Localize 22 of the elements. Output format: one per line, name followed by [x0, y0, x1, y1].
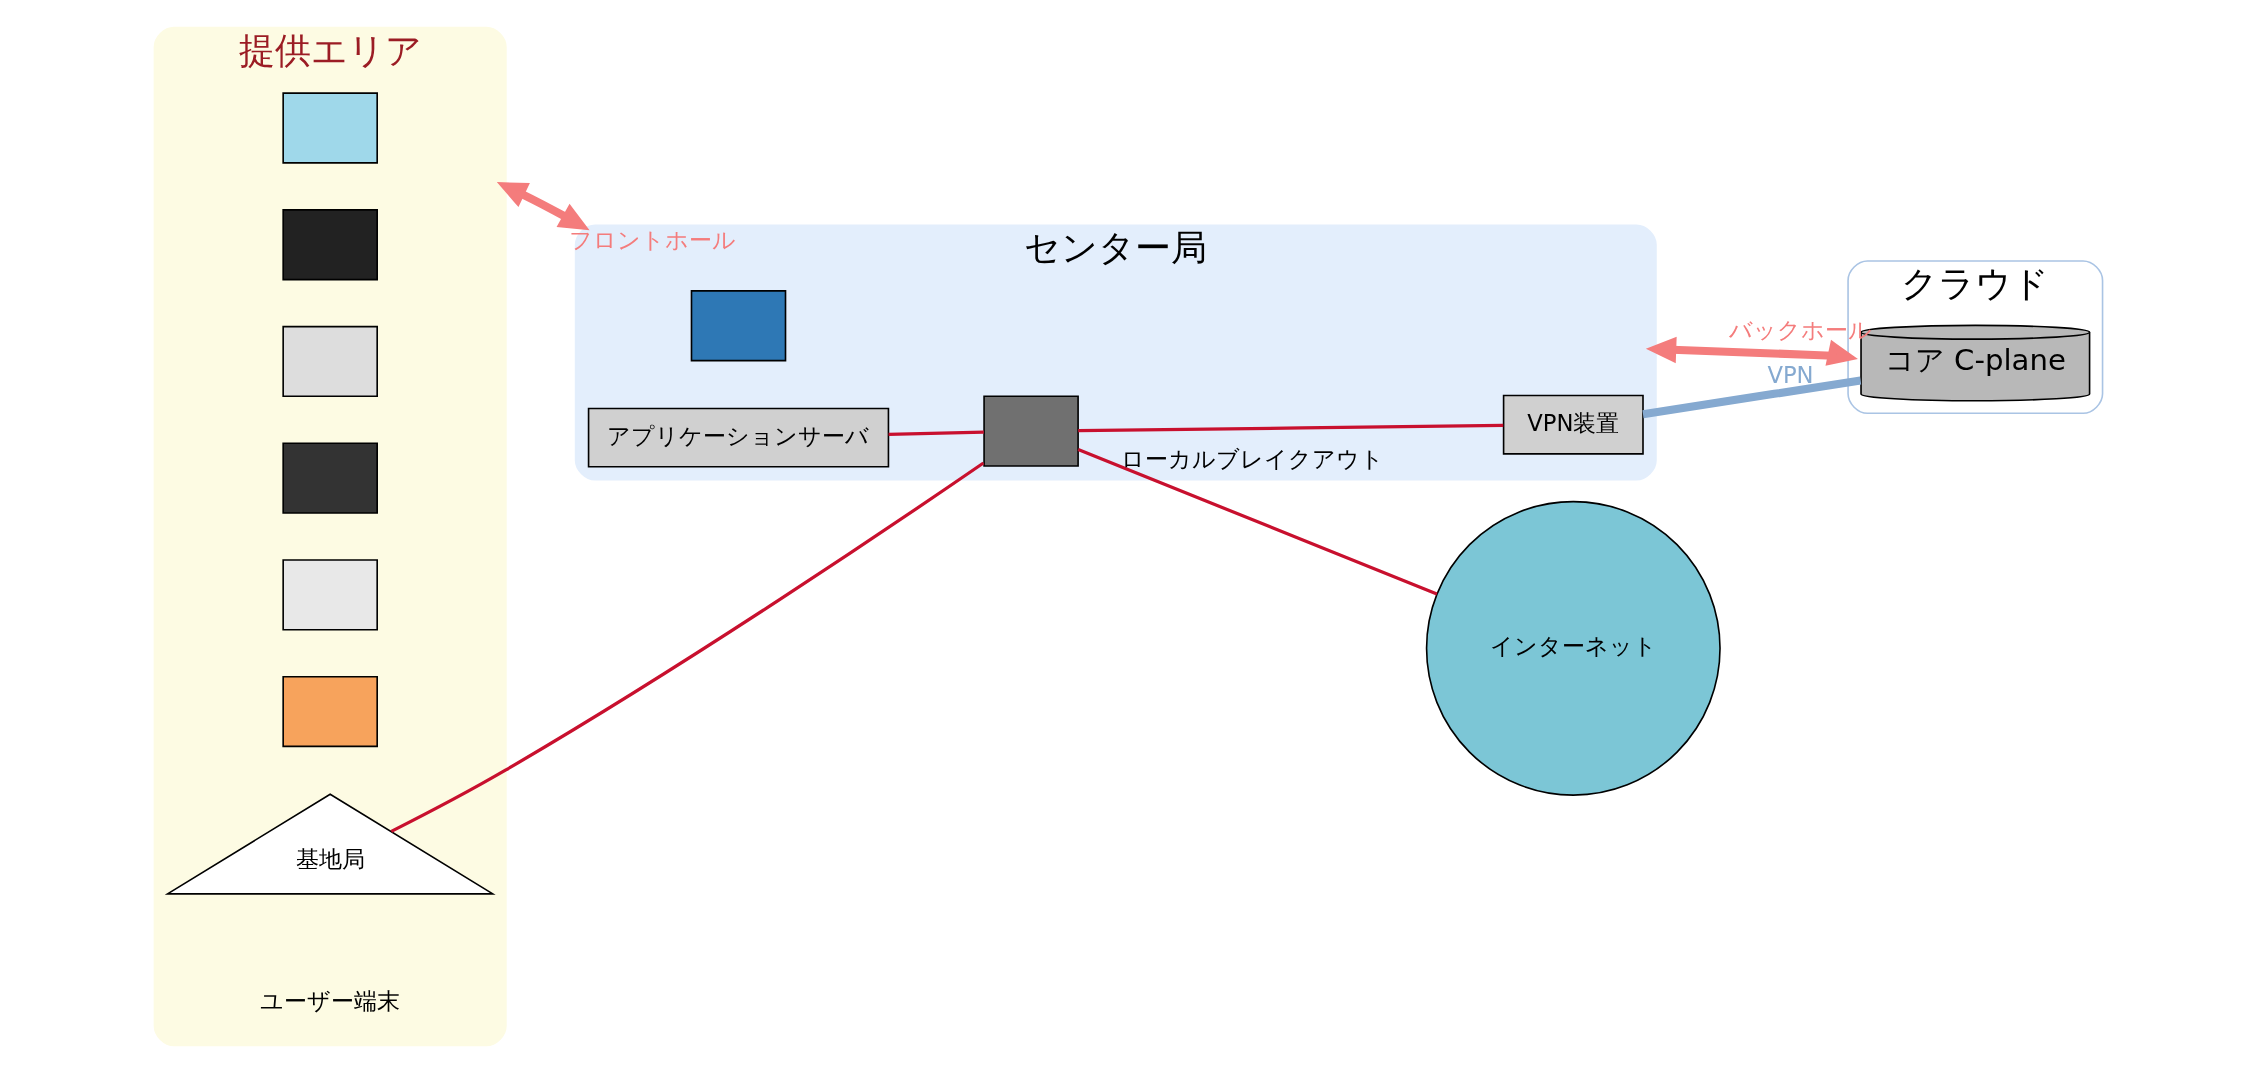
node-box — [281, 442, 378, 514]
node-box — [281, 325, 378, 398]
node-box — [281, 209, 378, 281]
edge-label: フロントホール — [568, 226, 736, 253]
node-box: アプリケーションサーバ — [587, 407, 889, 468]
connector — [1077, 447, 1437, 596]
node-box — [281, 92, 378, 164]
connector — [1077, 423, 1503, 433]
node-box: VPN装置 — [1502, 394, 1644, 455]
edge-label: VPN — [1766, 361, 1814, 388]
arrow — [496, 182, 590, 231]
arrow — [1645, 336, 1858, 366]
node-box — [690, 290, 786, 362]
edge-label: ローカルブレイクアウト — [1120, 446, 1384, 473]
connector — [390, 461, 984, 833]
node-box — [281, 559, 378, 631]
label: ユーザー端末 — [259, 988, 400, 1015]
node-box — [982, 395, 1079, 467]
connector — [888, 430, 984, 436]
node-circle: インターネット — [1425, 500, 1721, 796]
node-box — [281, 675, 378, 748]
connector — [1641, 376, 1861, 419]
